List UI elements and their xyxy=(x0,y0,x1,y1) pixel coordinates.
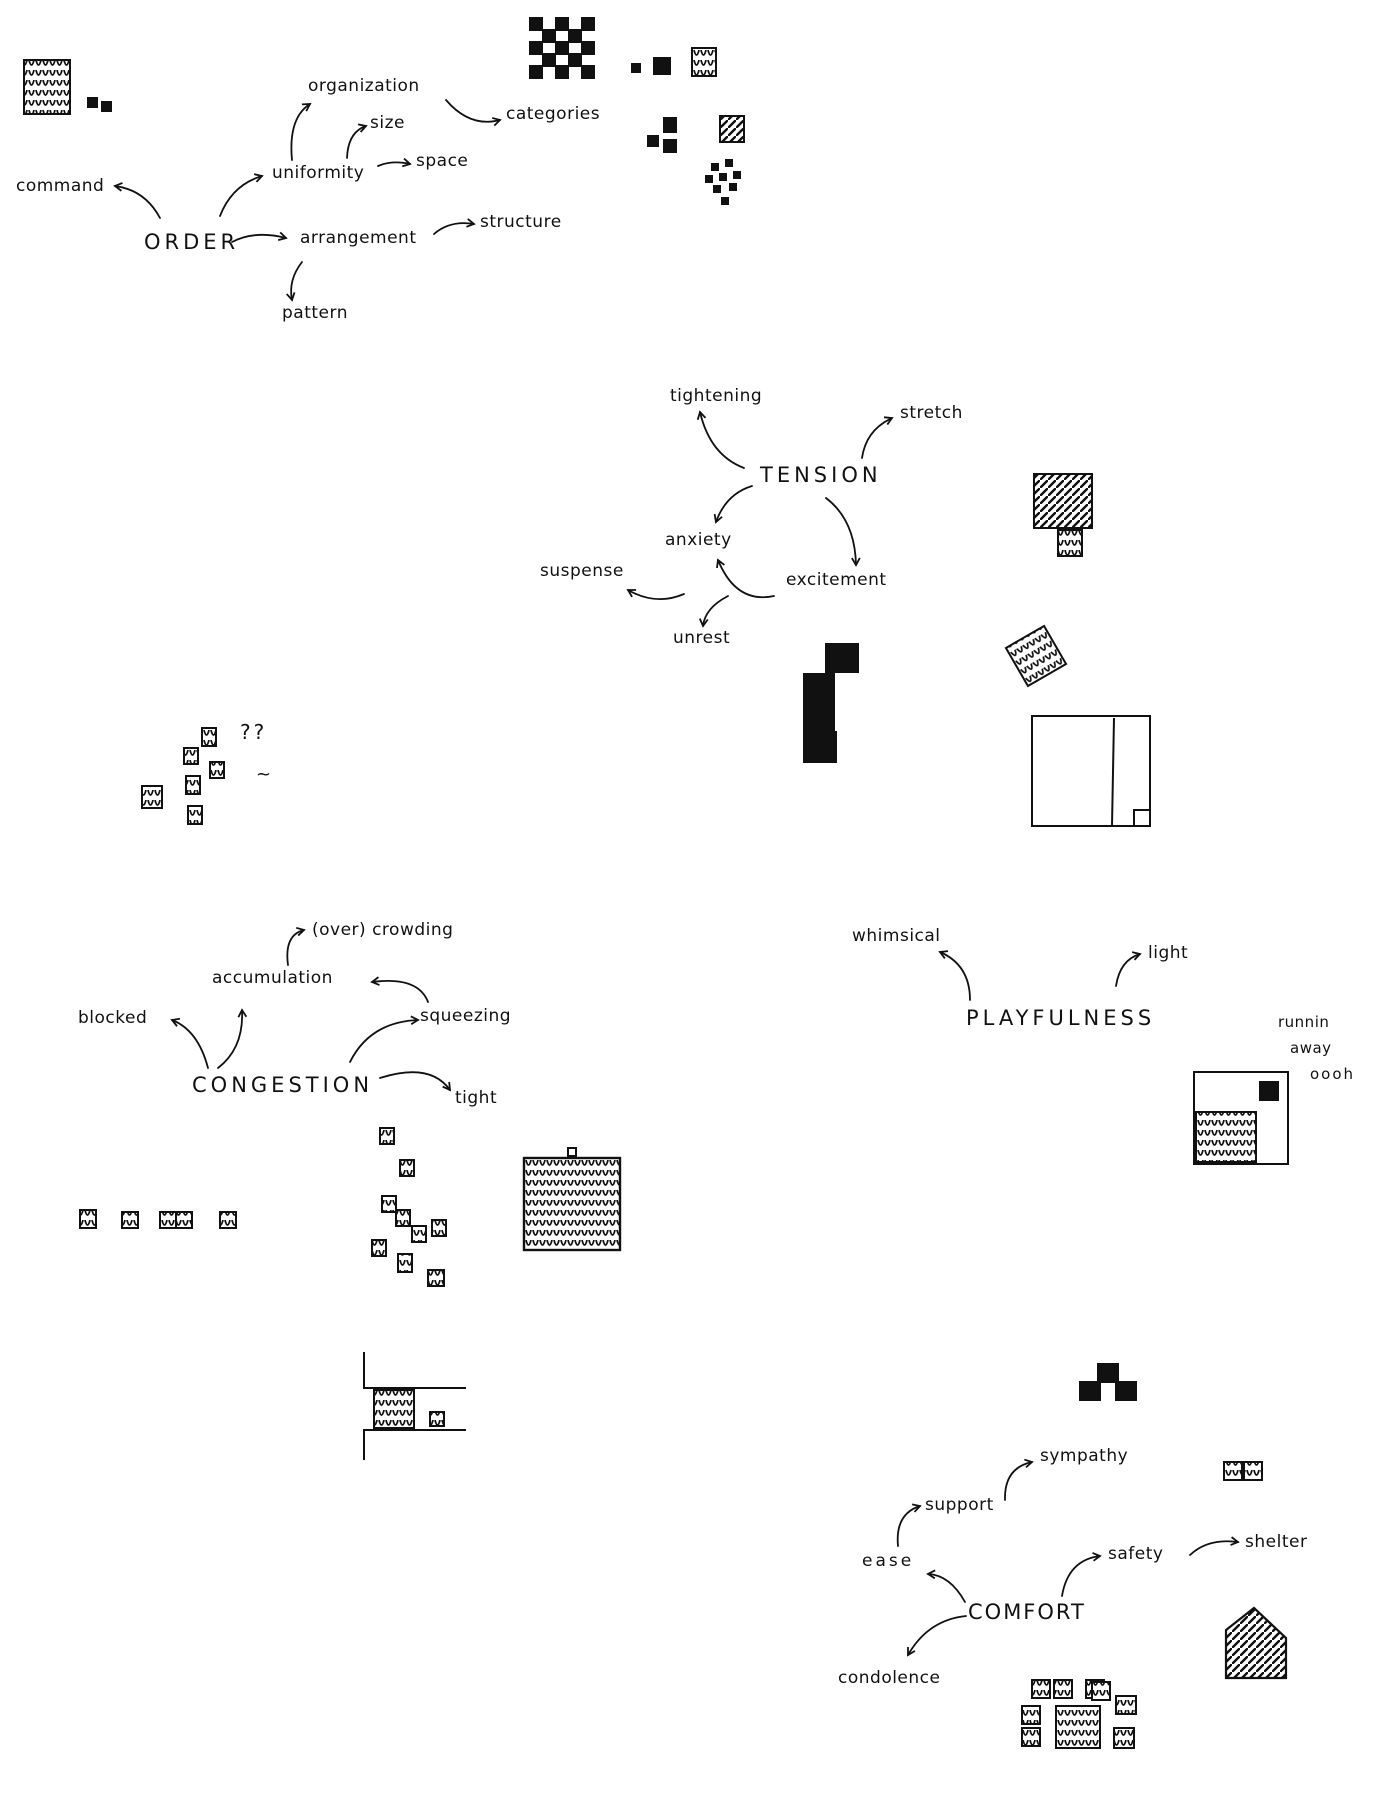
comfort-glyphs xyxy=(1021,1363,1288,1749)
tension-anxiety-label: anxiety xyxy=(665,530,732,550)
comfort-arrow-support xyxy=(896,1503,922,1547)
tension-hub-label: TENSION xyxy=(760,463,882,487)
question-marks: ?? xyxy=(240,720,268,744)
playfulness-note-line2: away xyxy=(1290,1039,1332,1057)
comfort-condolence-label: condolence xyxy=(838,1668,941,1688)
tension-excitement-label: excitement xyxy=(786,570,887,590)
order-arrow-structure xyxy=(433,218,476,235)
congestion-squeezing-label: squeezing xyxy=(420,1006,512,1026)
tension-arrow-tightening xyxy=(696,410,745,469)
comfort-safety-label: safety xyxy=(1108,1544,1164,1564)
order-pattern-label: pattern xyxy=(282,303,348,323)
congestion-accumulation-label: accumulation xyxy=(212,968,333,988)
comfort-shelter-label: shelter xyxy=(1245,1532,1308,1552)
order-command-label: command xyxy=(16,176,105,196)
comfort-arrow-condolence xyxy=(907,1615,967,1657)
question-squares xyxy=(141,727,225,825)
order-structure-label: structure xyxy=(480,212,562,232)
playfulness-glyphs xyxy=(1193,1071,1289,1165)
order-arrow-arrangement xyxy=(231,231,288,243)
order-big-square xyxy=(23,59,71,115)
order-arrow-uniformity xyxy=(219,173,264,217)
comfort-support-label: support xyxy=(925,1495,994,1515)
tension-arrow-excitement xyxy=(825,497,861,567)
order-arrow-pattern xyxy=(286,261,303,302)
congestion-arrow-blocked xyxy=(170,1017,209,1069)
order-organization-label: organization xyxy=(308,76,420,96)
playfulness-light-label: light xyxy=(1148,943,1189,963)
comfort-sympathy-label: sympathy xyxy=(1040,1446,1129,1466)
order-categories-label: categories xyxy=(506,104,601,124)
order-space-label: space xyxy=(416,151,469,171)
comfort-arrow-sympathy xyxy=(1004,1458,1034,1501)
tension-stretch-label: stretch xyxy=(900,403,963,423)
tension-arrow-anxiety-back xyxy=(716,558,775,599)
order-uniformity-label: uniformity xyxy=(272,163,365,183)
tension-arrow-stretch xyxy=(861,416,894,459)
squiggle-mark: ~ xyxy=(256,764,272,785)
congestion-arrow-accumulation-back xyxy=(370,976,429,1003)
playfulness-arrow-light xyxy=(1115,951,1142,987)
congestion-tight-label: tight xyxy=(455,1088,498,1108)
congestion-arrow-overcrowding xyxy=(286,926,306,966)
congestion-glyphs xyxy=(79,1127,622,1460)
playfulness-note-line1: runnin xyxy=(1278,1013,1330,1031)
tension-tightening-label: tightening xyxy=(670,386,763,406)
tension-suspense-label: suspense xyxy=(540,561,624,581)
order-arrow-organization xyxy=(290,103,312,161)
comfort-ease-label: ease xyxy=(862,1551,915,1571)
comfort-arrow-shelter xyxy=(1189,1536,1240,1556)
comfort-arrow-safety xyxy=(1061,1552,1102,1597)
congestion-hub-label: CONGESTION xyxy=(192,1073,374,1097)
congestion-arrow-tight xyxy=(379,1071,452,1092)
order-glyphs xyxy=(23,17,745,205)
order-arrow-categories xyxy=(445,99,502,127)
tension-arrow-unrest xyxy=(698,595,729,628)
order-arrow-space xyxy=(377,157,412,168)
order-hub-label: ORDER xyxy=(144,230,240,254)
playfulness-arrow-whimsical xyxy=(938,950,971,1001)
order-arrow-command xyxy=(113,182,161,219)
congestion-arrow-squeezing xyxy=(349,1015,420,1063)
congestion-blocked-label: blocked xyxy=(78,1008,148,1028)
tension-arrow-anxiety xyxy=(713,485,753,524)
order-arrow-size xyxy=(346,123,368,159)
congestion-overcrowding-label: (over) crowding xyxy=(312,920,454,940)
order-size-label: size xyxy=(370,113,405,133)
comfort-arrow-ease xyxy=(926,1569,966,1603)
tension-glyphs xyxy=(803,473,1151,827)
tension-unrest-label: unrest xyxy=(673,628,731,648)
tension-arrow-suspense xyxy=(626,589,685,600)
comfort-hub-label: COMFORT xyxy=(968,1600,1086,1624)
playfulness-hub-label: PLAYFULNESS xyxy=(966,1006,1156,1030)
playfulness-note-line3: oooh xyxy=(1310,1065,1356,1083)
order-arrangement-label: arrangement xyxy=(300,228,417,248)
congestion-arrow-accumulation xyxy=(217,1008,248,1069)
playfulness-whimsical-label: whimsical xyxy=(852,926,941,946)
